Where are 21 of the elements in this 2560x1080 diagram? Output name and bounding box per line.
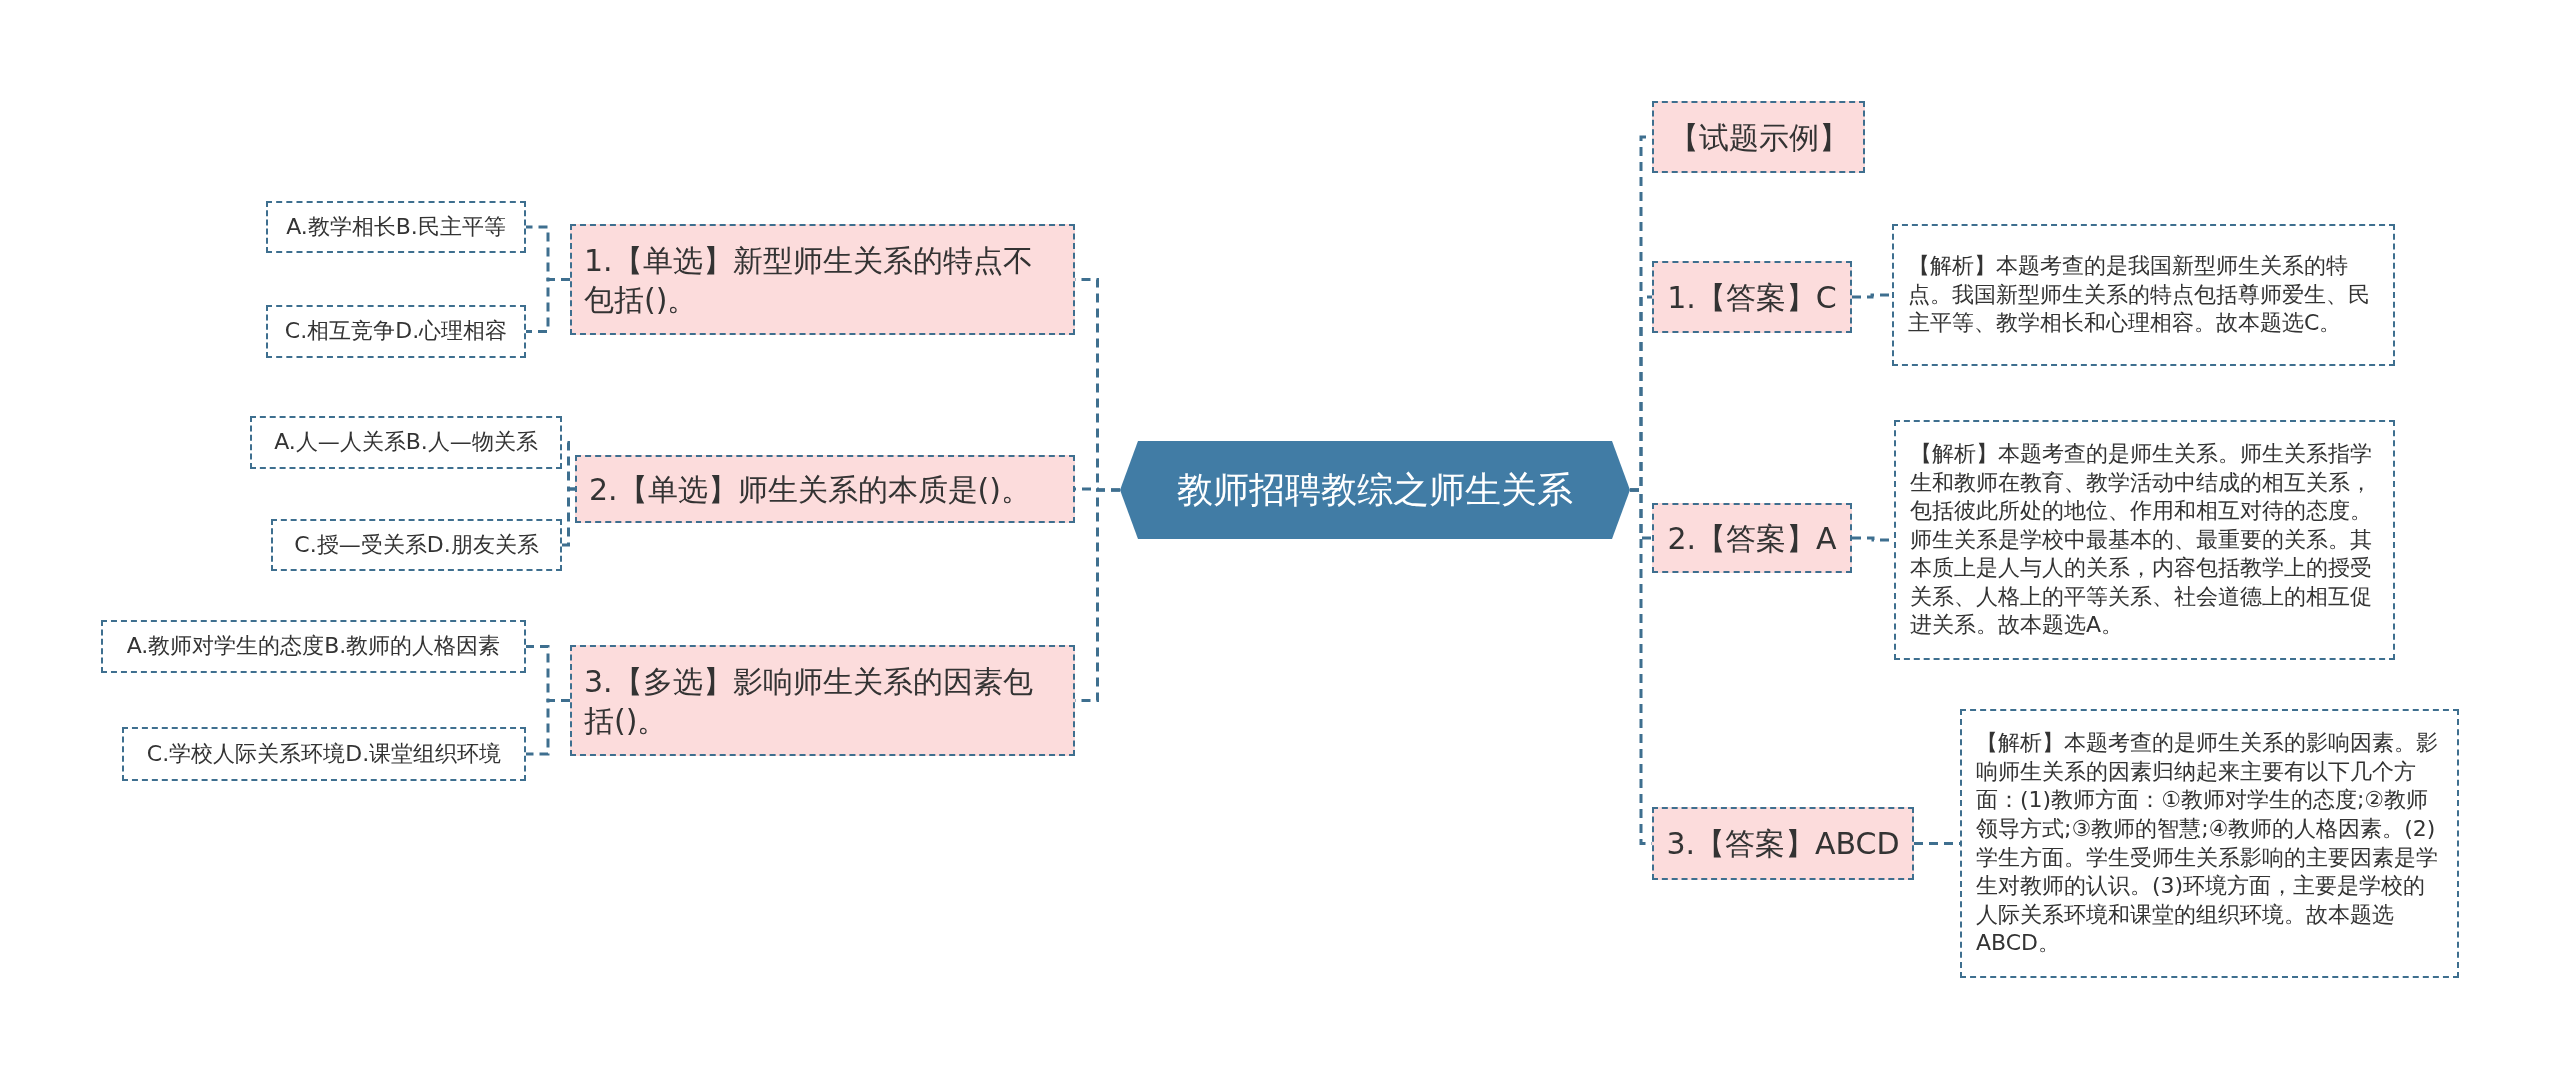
question-box: 3.【多选】影响师生关系的因素包括()。 xyxy=(570,645,1075,756)
connector-line xyxy=(526,699,570,756)
option-box: A.教学相长B.民主平等 xyxy=(266,201,526,253)
connector-line xyxy=(562,487,575,547)
option-box: A.人—人关系B.人—物关系 xyxy=(250,416,562,469)
connector-line xyxy=(1852,293,1892,299)
explanation-box: 【解析】本题考查的是师生关系的影响因素。影响师生关系的因素归纳起来主要有以下几个方面：(1)教师方面：①教师对学生的态度;②教师领导方式;③教师的智慧;④教师的人格因素。(2)学生方面。学生受师生关系影响的主要因素是学生对教师的认识。(3)环境方面，主要是学校的人际关系环境和课堂的组织环境。故本题选ABCD。 xyxy=(1960,709,2459,978)
option-box: C.授—受关系D.朋友关系 xyxy=(271,519,562,571)
answer-box: 3.【答案】ABCD xyxy=(1652,807,1914,880)
connector-line xyxy=(526,278,570,333)
question-box: 2.【单选】师生关系的本质是()。 xyxy=(575,455,1075,523)
option-box: A.教师对学生的态度B.教师的人格因素 xyxy=(101,620,526,673)
explanation-box: 【解析】本题考查的是师生关系。师生关系指学生和教师在教育、教学活动中结成的相互关系，包括彼此所处的地位、作用和相互对待的态度。师生关系是学校中最基本的、最重要的关系。其本质上是人与人的关系，内容包括教学上的授受关系、人格上的平等关系、社会道德上的相互促进关系。故本题选A。 xyxy=(1894,420,2395,660)
option-box: C.学校人际关系环境D.课堂组织环境 xyxy=(122,727,526,781)
answer-box: 2.【答案】A xyxy=(1652,503,1852,573)
question-box: 1.【单选】新型师生关系的特点不包括()。 xyxy=(570,224,1075,335)
answer-box: 1.【答案】C xyxy=(1652,261,1852,333)
explanation-box: 【解析】本题考查的是我国新型师生关系的特点。我国新型师生关系的特点包括尊师爱生、民主平等、教学相长和心理相容。故本题选C。 xyxy=(1892,224,2395,366)
option-box: C.相互竞争D.心理相容 xyxy=(266,305,526,358)
topic-hexagon: 教师招聘教综之师生关系 xyxy=(1120,441,1630,539)
heading-box: 【试题示例】 xyxy=(1652,101,1865,173)
